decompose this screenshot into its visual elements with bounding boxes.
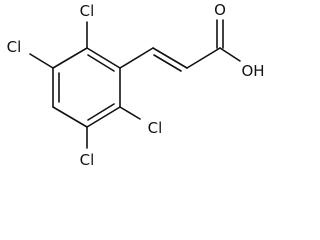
- carbonyl-oxygen-label: O: [214, 1, 226, 19]
- hydroxyl-label: OH: [241, 62, 264, 80]
- cl-left-bond: [29, 53, 54, 69]
- chemical-structure: Cl Cl Cl Cl O OH: [7, 1, 265, 169]
- hydroxyl-bond: [219, 47, 241, 62]
- atom-labels: Cl Cl Cl Cl O OH: [7, 1, 265, 169]
- vinyl-double-bond-inner: [153, 54, 182, 72]
- acrylic-acid-chain: [119, 19, 241, 72]
- cl-top-label: Cl: [80, 2, 95, 20]
- ring-bond-4: [52, 106, 88, 128]
- ring-double-bond-1: [87, 54, 115, 72]
- ring-bond-6: [52, 47, 88, 69]
- carboxyl-carbon-bond: [186, 47, 221, 69]
- chlorine-bonds: [29, 21, 141, 149]
- cl-right-bond: [119, 106, 141, 120]
- ring-bond-3: [86, 106, 121, 128]
- cl-bottom-label: Cl: [80, 151, 95, 169]
- benzene-ring: [52, 47, 121, 128]
- vinyl-bond-1: [119, 47, 154, 69]
- vinyl-double-bond-outer: [152, 47, 188, 69]
- cl-left-label: Cl: [7, 38, 22, 56]
- cl-right-label: Cl: [148, 119, 163, 137]
- ring-bond-1: [86, 47, 121, 69]
- ring-double-bond-2: [87, 103, 115, 121]
